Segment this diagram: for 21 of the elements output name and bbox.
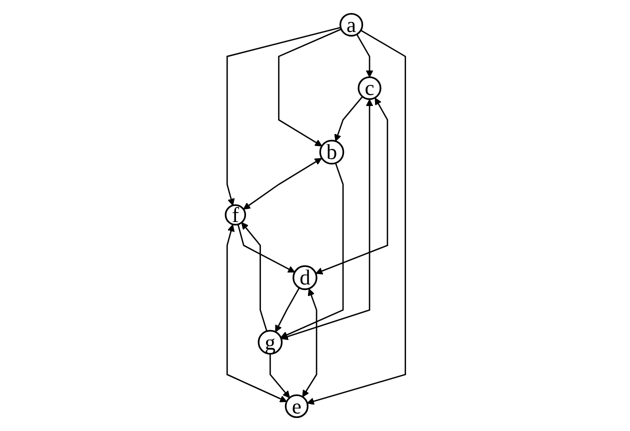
node-circle: c <box>357 76 381 100</box>
arrow <box>278 28 342 146</box>
arrow <box>302 288 317 398</box>
arrow <box>236 224 295 273</box>
node-circle: e <box>284 394 308 418</box>
arrow <box>356 34 373 78</box>
node-circle: f <box>224 204 246 226</box>
node-circle: b <box>318 140 344 165</box>
arrow <box>240 222 267 332</box>
node-circle: a <box>339 12 363 37</box>
arrow <box>242 158 322 210</box>
arrow <box>226 26 340 206</box>
arrow <box>306 30 406 405</box>
arrow <box>269 354 290 398</box>
arrow <box>280 162 344 338</box>
arrow <box>226 224 287 402</box>
arrow <box>280 99 373 340</box>
arrow <box>274 287 300 332</box>
arrow <box>334 96 362 142</box>
node-circle: d <box>292 265 317 290</box>
arrow <box>314 98 388 274</box>
